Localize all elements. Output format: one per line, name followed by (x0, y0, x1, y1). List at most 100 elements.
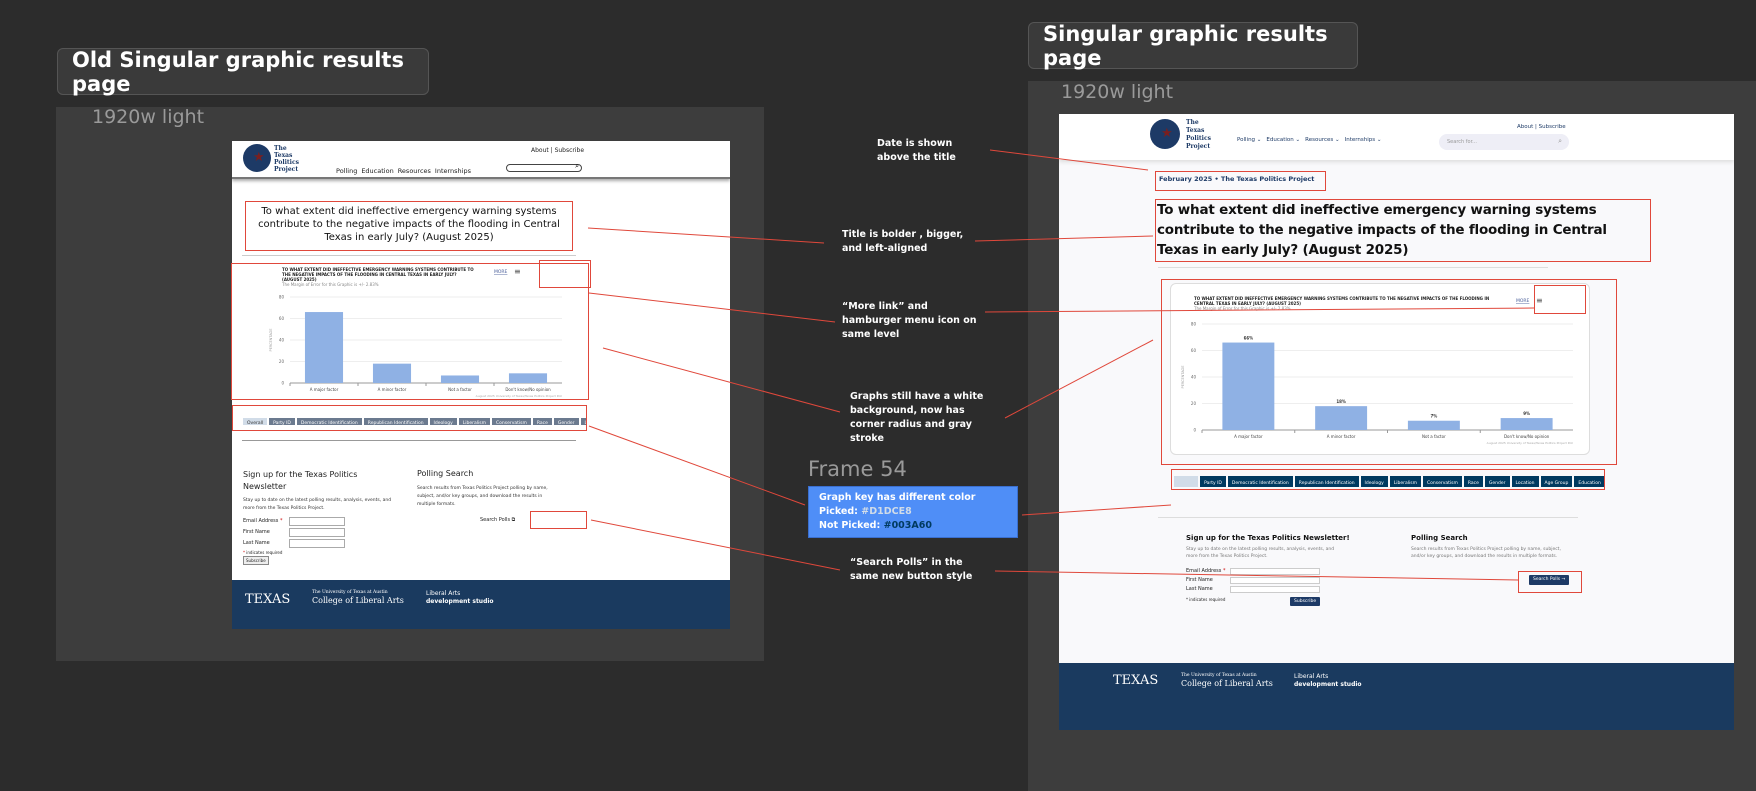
y-axis-label: PERCENTAGE (1181, 366, 1185, 389)
x-tick-label: A minor factor (1327, 434, 1356, 439)
top-links[interactable]: About | Subscribe (1517, 124, 1566, 130)
tab-race[interactable]: Race (532, 418, 552, 425)
old-chart: TO WHAT EXTENT DID INEFFECTIVE EMERGENCY… (232, 263, 590, 401)
nav-polling[interactable]: Polling (336, 167, 358, 175)
tab-liberalism[interactable]: Liberalism (458, 418, 490, 425)
more-link[interactable]: MORE (1516, 298, 1530, 304)
polling-desc: Search results from Texas Politics Proje… (1411, 547, 1561, 559)
tab-location[interactable]: Location (580, 418, 587, 425)
more-link[interactable]: MORE (494, 269, 508, 275)
bar (304, 312, 344, 383)
first-name-field[interactable] (1230, 577, 1320, 584)
tab-education[interactable]: Education (1574, 476, 1604, 487)
bar (1500, 418, 1553, 430)
email-field[interactable] (289, 517, 345, 526)
y-tick-label: 60 (1191, 348, 1197, 353)
email-field[interactable] (1230, 568, 1320, 575)
search-input[interactable]: Search for...⌕ (1439, 134, 1569, 150)
highlight (530, 511, 587, 529)
y-tick-label: 40 (1191, 375, 1197, 380)
tab-liberalism[interactable]: Liberalism (1389, 476, 1421, 487)
tab-ideology[interactable]: Ideology (1360, 476, 1388, 487)
bar (508, 373, 548, 383)
last-name-field[interactable] (289, 539, 345, 548)
polling-title: Polling Search (1411, 534, 1468, 542)
y-axis-label: PERCENTAGE (269, 329, 273, 352)
y-tick-label: 80 (1191, 322, 1197, 327)
tab-overall[interactable]: Overall (243, 418, 268, 425)
note-search: “Search Polls” in the same new button st… (850, 557, 973, 582)
tab-gender[interactable]: Gender (1484, 476, 1510, 487)
tab-democratic-identification[interactable]: Democratic Identification (1227, 476, 1293, 487)
chart-title: TO WHAT EXTENT DID INEFFECTIVE EMERGENCY… (282, 267, 474, 282)
data-label: 18% (1336, 399, 1346, 404)
hamburger-menu-icon[interactable]: ≡ (514, 267, 521, 276)
nav-internships[interactable]: Internships ⌄ (1344, 137, 1382, 143)
highlight (1155, 199, 1651, 262)
note-graphs: Graphs still have a white background, no… (850, 391, 984, 444)
data-label: 9% (1523, 411, 1530, 416)
highlight (1534, 285, 1586, 314)
subscribe-button[interactable]: Subscribe (1290, 597, 1321, 606)
new-frame-title: Singular graphic results page (1028, 22, 1358, 70)
note-more: “More link” and hamburger menu icon on s… (842, 301, 977, 340)
chart-source: August 2025 University of Texas/Texas Po… (476, 394, 562, 398)
nav-polling[interactable]: Polling ⌄ (1237, 137, 1262, 143)
new-frame-label: 1920w light (1061, 81, 1174, 103)
x-tick-label: Don't know/No opinion (505, 387, 551, 392)
x-tick-label: A major factor (1234, 434, 1263, 439)
nav-resources[interactable]: Resources (397, 167, 431, 175)
tab-conservatism[interactable]: Conservatism (1423, 476, 1462, 487)
nav-internships[interactable]: Internships (434, 167, 471, 175)
tab-gender[interactable]: Gender (553, 418, 579, 425)
y-tick-label: 0 (281, 381, 284, 386)
tab-party-id[interactable]: Party ID (1200, 476, 1226, 487)
tab-conservatism[interactable]: Conservatism (492, 418, 531, 425)
tab-location[interactable]: Location (1511, 476, 1539, 487)
nav-education[interactable]: Education ⌄ (1266, 137, 1301, 143)
newsletter-title: Sign up for the Texas Politics Newslette… (1186, 534, 1350, 542)
tab-republican-identification[interactable]: Republican Identification (363, 418, 428, 425)
tab-ideology[interactable]: Ideology (429, 418, 457, 425)
highlight (1155, 171, 1326, 191)
tab-republican-identification[interactable]: Republican Identification (1294, 476, 1359, 487)
bar (372, 363, 412, 383)
y-tick-label: 20 (1191, 401, 1197, 406)
first-name-field[interactable] (289, 528, 345, 537)
tab-democratic-identification[interactable]: Democratic Identification (296, 418, 362, 425)
nav-resources[interactable]: Resources ⌄ (1305, 137, 1340, 143)
highlight (1518, 571, 1582, 593)
newsletter-desc: Stay up to date on the latest polling re… (243, 498, 392, 511)
last-name-field[interactable] (1230, 586, 1320, 593)
x-tick-label: A minor factor (378, 387, 407, 392)
polling-desc: Search results from Texas Politics Proje… (417, 486, 548, 507)
search-icon: ⌕ (575, 162, 579, 170)
divider (1158, 517, 1578, 518)
data-label: 7% (1430, 414, 1437, 419)
y-tick-label: 0 (1193, 428, 1196, 433)
search-input[interactable]: ⌕ (506, 162, 582, 172)
external-link-icon: ⧉ (511, 517, 516, 523)
search-polls-button[interactable]: Search Polls → (1529, 575, 1570, 585)
newsletter-desc: Stay up to date on the latest polling re… (1186, 547, 1335, 559)
subscribe-button[interactable]: Subscribe (243, 556, 269, 565)
tab-race[interactable]: Race (1463, 476, 1483, 487)
top-links[interactable]: About | Subscribe (531, 147, 585, 154)
nav-education[interactable]: Education (361, 167, 394, 175)
tab-age-group[interactable]: Age Group (1540, 476, 1573, 487)
hamburger-menu-icon[interactable]: ≡ (1536, 296, 1543, 305)
highlight (231, 263, 589, 400)
highlight (232, 405, 587, 431)
newsletter-form: Email Address * First Name Last Name * i… (243, 516, 345, 567)
divider (242, 255, 576, 256)
tab-overall[interactable]: Overall (1174, 476, 1199, 487)
search-polls-link[interactable]: Search Polls ⧉ (480, 517, 516, 523)
tab-party-id[interactable]: Party ID (269, 418, 295, 425)
